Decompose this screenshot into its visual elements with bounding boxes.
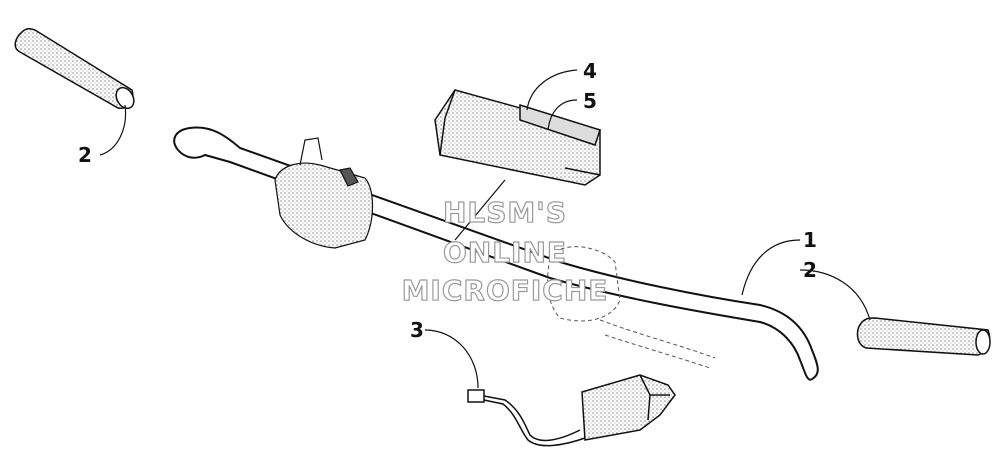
brake-lever-assembly [547,246,716,369]
switch-housing [274,137,374,249]
left-grip [14,27,135,110]
watermark-line-2: ONLINE [442,235,568,269]
wire-harness [467,374,676,447]
callout-label-2-right: 2 [803,258,817,282]
handlebar-pad [434,89,601,186]
watermark-line-1: HLSM'S [442,195,568,229]
right-grip [856,317,991,356]
callout-label-1: 1 [803,228,817,252]
callout-label-3: 3 [410,318,424,342]
watermark-line-3: MICROFICHE [401,273,609,307]
callout-label-2-left: 2 [78,143,92,167]
callout-label-5: 5 [583,89,597,113]
leader-lines [99,69,871,389]
callout-label-4: 4 [583,59,597,83]
handlebar [173,126,819,381]
